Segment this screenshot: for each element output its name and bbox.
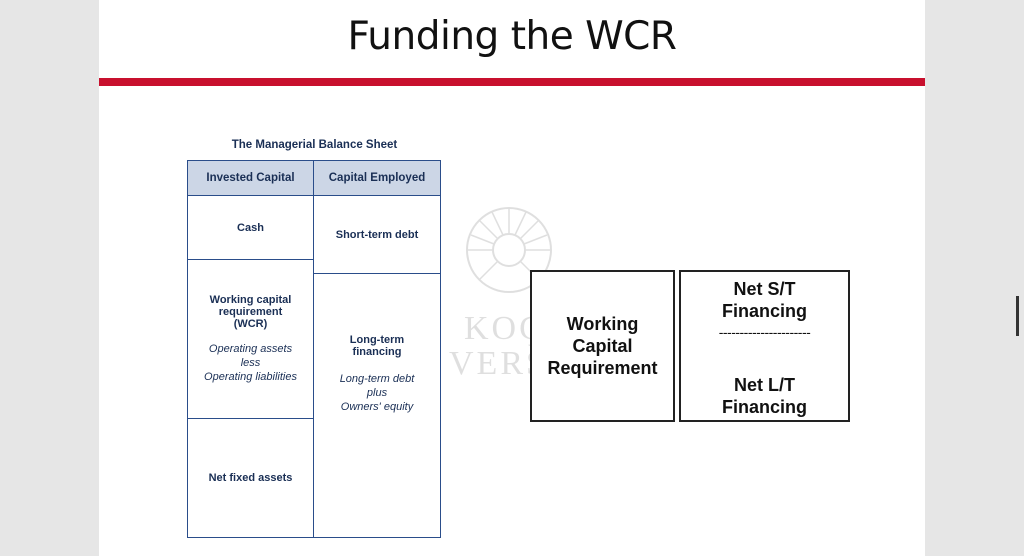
wcr-label-2: requirement bbox=[218, 306, 283, 318]
slide-title: Funding the WCR bbox=[347, 14, 678, 59]
financing-separator: ---------------------- bbox=[718, 324, 811, 340]
wcr-label-1: Working capital bbox=[209, 294, 292, 306]
title-divider bbox=[99, 78, 925, 86]
net-fixed-assets-cell: Net fixed assets bbox=[188, 419, 313, 537]
cash-cell: Cash bbox=[188, 196, 313, 259]
slide: Funding the WCR KOÇ VERS The Managerial … bbox=[99, 0, 925, 556]
watermark-text-1: KOÇ bbox=[464, 310, 545, 347]
wcr-box-line-2: Capital bbox=[572, 336, 633, 356]
ltf-detail-2: plus bbox=[366, 387, 388, 399]
financing-box: Net S/T Financing ----------------------… bbox=[679, 270, 850, 422]
column-divider bbox=[313, 161, 314, 537]
net-fixed-assets-label: Net fixed assets bbox=[208, 472, 293, 484]
wcr-detail-1: Operating assets bbox=[208, 343, 293, 355]
ltf-detail-3: Owners' equity bbox=[340, 401, 414, 413]
managerial-balance-sheet: Invested Capital Capital Employed Cash W… bbox=[187, 160, 441, 538]
net-lt-line-1: Net L/T bbox=[734, 375, 795, 395]
wcr-box: Working Capital Requirement bbox=[530, 270, 675, 422]
wcr-label-3: (WCR) bbox=[233, 318, 268, 330]
wcr-box-line-3: Requirement bbox=[547, 358, 658, 378]
ltf-label-2: financing bbox=[352, 346, 402, 358]
watermark-text-2: VERS bbox=[449, 345, 548, 382]
ltf-label-1: Long-term bbox=[349, 334, 405, 346]
wcr-detail-3: Operating liabilities bbox=[204, 371, 297, 383]
scrollbar-thumb[interactable] bbox=[1016, 296, 1019, 336]
net-lt-financing: Net L/T Financing bbox=[681, 374, 848, 418]
wcr-cell: Working capital requirement (WCR) Operat… bbox=[188, 260, 313, 418]
row-divider bbox=[188, 259, 313, 260]
balance-sheet-title: The Managerial Balance Sheet bbox=[231, 139, 398, 151]
wcr-box-line-1: Working bbox=[566, 314, 639, 334]
university-watermark: KOÇ VERS bbox=[449, 205, 574, 395]
cash-label: Cash bbox=[237, 221, 264, 234]
short-term-debt-label: Short-term debt bbox=[335, 228, 419, 241]
capital-employed-header: Capital Employed bbox=[314, 161, 440, 196]
wcr-detail-2: less bbox=[240, 357, 261, 369]
long-term-financing-cell: Long-term financing Long-term debt plus … bbox=[314, 274, 440, 474]
invested-capital-header: Invested Capital bbox=[188, 161, 313, 196]
watermark-seal-icon bbox=[466, 207, 552, 293]
ltf-detail-1: Long-term debt bbox=[339, 373, 415, 385]
row-divider bbox=[314, 273, 440, 274]
net-st-line-1: Net S/T bbox=[733, 279, 796, 299]
net-st-financing: Net S/T Financing bbox=[681, 278, 848, 322]
net-st-line-2: Financing bbox=[722, 301, 807, 321]
row-divider bbox=[188, 418, 313, 419]
short-term-debt-cell: Short-term debt bbox=[314, 196, 440, 273]
net-lt-line-2: Financing bbox=[722, 397, 807, 417]
